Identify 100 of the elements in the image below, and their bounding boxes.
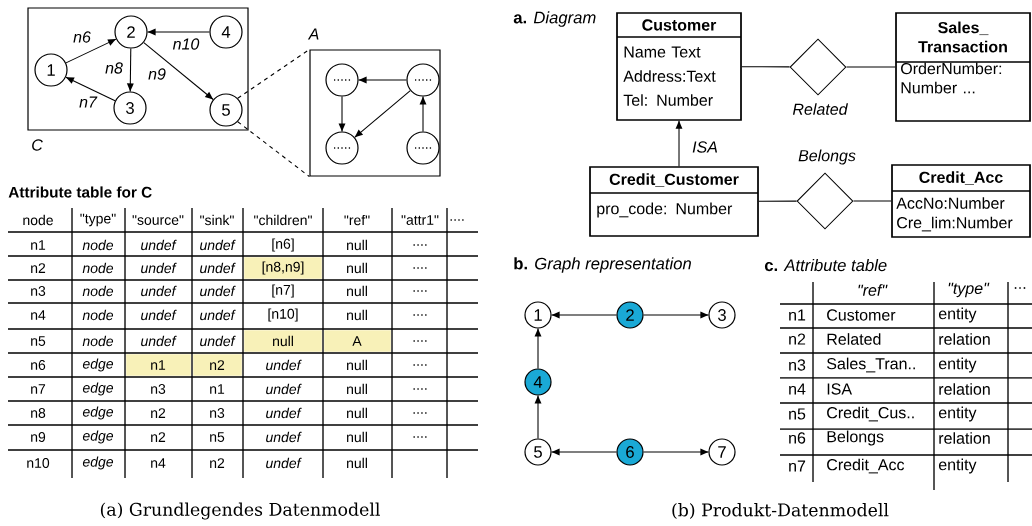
table-cell: Belongs: [827, 430, 884, 446]
table-cell: null: [347, 383, 367, 395]
table-cell: Customer: [827, 309, 896, 321]
edge-label: n7: [77, 95, 99, 109]
column-header: "ref": [344, 214, 370, 226]
connector-line: [741, 66, 791, 68]
arrow: [354, 90, 411, 138]
connector-line: [846, 66, 896, 68]
table-cell: n5: [31, 336, 46, 346]
table-cell: n3: [151, 384, 166, 394]
arrow: [358, 76, 407, 84]
table-cell: undef: [141, 335, 177, 347]
edge-label: n9: [146, 67, 168, 81]
table-cell: undef: [200, 262, 236, 274]
table-cell: n2: [210, 458, 225, 468]
circle-node: 5: [209, 93, 243, 127]
table-cell: edge: [82, 406, 114, 420]
table-cell: edge: [82, 358, 114, 372]
arrow: [65, 38, 117, 64]
table-cell: n7: [789, 460, 806, 472]
table-cell: [n7]: [272, 284, 294, 298]
column-header: "sink": [200, 214, 234, 226]
table-cell: ....: [413, 412, 427, 414]
circle-node: 7: [708, 438, 736, 466]
dashed-line: [237, 48, 310, 99]
table-cell: Sales_Tran..: [827, 357, 915, 373]
relationship-label: Belongs: [798, 149, 856, 165]
table-cell: undef: [266, 457, 302, 469]
table-cell: n1: [31, 240, 46, 250]
table-cell: n4: [151, 458, 166, 468]
entity-box: [589, 166, 759, 237]
table-cell: n3: [789, 359, 806, 371]
arrow: [143, 42, 214, 100]
table-cell: undef: [141, 309, 177, 321]
table-cell: Credit_Acc: [827, 458, 905, 474]
table-cell: entity: [938, 458, 977, 474]
arrow: [419, 96, 427, 132]
attribute-text: Address:Text: [623, 70, 716, 82]
table-cell: null: [347, 407, 367, 419]
table-cell: node: [82, 285, 114, 297]
attribute-text: AccNo:Number: [896, 197, 1005, 209]
table-cell: node: [82, 239, 114, 251]
table-cell: ....: [413, 290, 427, 292]
arrow: [643, 311, 709, 319]
column-header: "type": [80, 213, 116, 227]
table-cell: undef: [200, 309, 236, 321]
table-cell: entity: [938, 307, 977, 323]
circle-node: 5: [524, 438, 552, 466]
table-cell: relation: [939, 432, 990, 444]
table-cell: A: [324, 330, 391, 352]
table-cell: [n6]: [272, 238, 294, 252]
attribute-text: Name Text: [624, 46, 701, 58]
column-header: "children": [254, 214, 312, 226]
circle-node: 1: [34, 53, 68, 87]
table-cell: ....: [413, 314, 427, 316]
arrow: [534, 328, 542, 369]
table-cell: null: [347, 359, 367, 371]
table-cell: node: [82, 335, 114, 347]
table-cell: null: [244, 330, 322, 352]
table-cell: n2: [151, 408, 166, 418]
table-cell: Related: [827, 333, 881, 345]
table-cell: null: [347, 431, 367, 443]
circle-node: .....: [325, 131, 359, 165]
column-header: node: [23, 214, 53, 226]
circle-node: .....: [406, 63, 440, 97]
edge-label: ISA: [690, 140, 720, 154]
table-cell: n10: [27, 458, 50, 468]
table-cell: ....: [413, 388, 427, 390]
table-cell: undef: [266, 383, 302, 395]
table-cell: Credit_Cus..: [827, 406, 914, 422]
circle-node: 2: [616, 301, 644, 329]
table-cell: n2: [151, 432, 166, 442]
table-cell: n5: [210, 432, 225, 442]
arrow: [675, 120, 683, 167]
table-cell: null: [347, 457, 367, 469]
entity-name: Customer: [642, 19, 717, 31]
table-cell: null: [347, 309, 367, 321]
table-cell: n4: [789, 383, 806, 395]
circle-node: 1: [524, 301, 552, 329]
table-cell: relation: [939, 383, 990, 395]
table-cell: edge: [82, 382, 114, 396]
table-cell: n4: [31, 310, 46, 320]
figure-caption: (b) Produkt-Datenmodell: [672, 503, 889, 519]
circle-node: .....: [325, 63, 359, 97]
table-cell: ....: [413, 364, 427, 366]
table-cell: ....: [413, 436, 427, 438]
table-cell: relation: [939, 333, 990, 345]
attribute-text: OrderNumber: Number ...: [901, 62, 1002, 94]
attribute-text: Tel: Number: [623, 94, 713, 106]
table-cell: null: [347, 239, 367, 251]
table-cell: n7: [31, 384, 46, 394]
table-cell: undef: [200, 285, 236, 297]
edge-label: n10: [171, 37, 201, 51]
table-cell: n8: [31, 408, 46, 418]
panel-heading: a. Diagram: [513, 11, 596, 27]
table-cell: n3: [31, 286, 46, 296]
circle-node: 3: [708, 301, 736, 329]
circle-node: 4: [524, 368, 552, 396]
column-header: ....: [450, 219, 464, 221]
table-cell: undef: [200, 335, 236, 347]
